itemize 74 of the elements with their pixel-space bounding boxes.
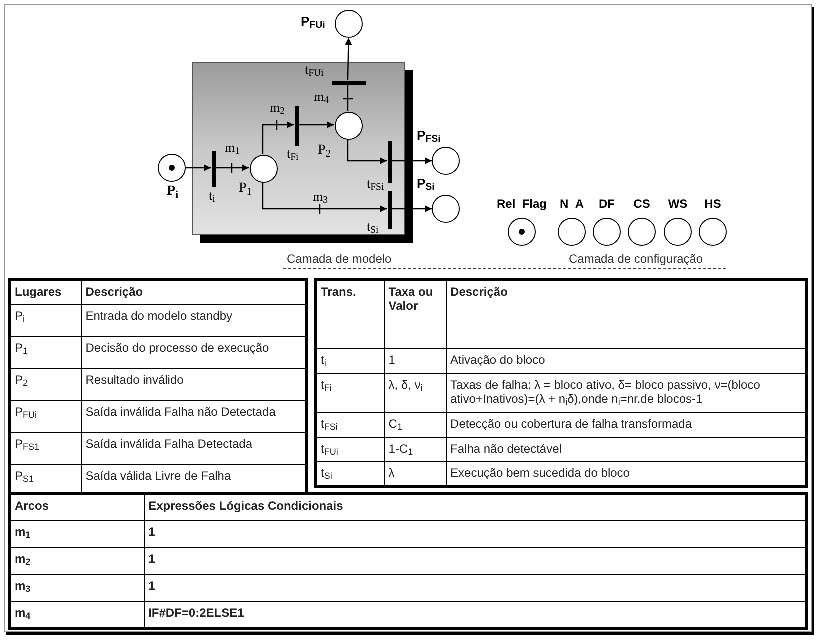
place-description: Saída inválida Falha não Detectada <box>86 405 276 419</box>
place-symbol: P$_{S1}$ <box>15 469 34 483</box>
transition-label: t$_{FSi}$ <box>367 177 384 190</box>
place-description: Decisão do processo de execução <box>86 341 270 355</box>
arc-arrow <box>391 158 432 164</box>
transition-symbol: t$_{FUi}$ <box>321 442 338 456</box>
rate-value: λ, δ, ν$_{i}$ <box>388 378 423 392</box>
condition-expression: 1 <box>148 579 156 593</box>
place-label: P$_{i}$ <box>167 185 178 199</box>
rate-value: 1 <box>388 353 396 367</box>
transition-description: Execução bem sucedida do bloco <box>450 466 630 480</box>
arc-arrow <box>391 206 432 212</box>
place-description: Saída válida Livre de Falha <box>86 469 232 483</box>
transition-symbol: t$_{Fi}$ <box>321 378 332 392</box>
transition-description: Taxas de falha: λ = bloco ativo, δ= bloco passivo, ν=(bloco ativo+Inativos)=(λ + n$_{i}$δ),onde n$_{i}$=nr.de blocos-1 <box>450 378 760 406</box>
condition-expression: 1 <box>148 525 156 539</box>
flag-label: Rel_Flag <box>496 196 547 212</box>
column-header: Taxa ou Valor <box>388 285 434 313</box>
place-symbol: P$_{2}$ <box>15 373 28 387</box>
place-symbol: P$_{1}$ <box>15 341 28 355</box>
place-label: P$_{2}$ <box>318 144 332 158</box>
place-description: Entrada do modelo standby <box>86 309 232 323</box>
rate-value: λ <box>388 466 395 480</box>
condition-expression: IF#DF=0:2ELSE1 <box>148 606 244 620</box>
layer-caption: Camada de modelo <box>287 251 392 268</box>
place-label: P$_{FSi}$ <box>417 129 441 142</box>
transition-label: t$_{i}$ <box>209 189 216 202</box>
arc-arrow <box>345 38 352 80</box>
arc-arrow <box>298 122 334 128</box>
arc-label: m$_{1}$ <box>225 141 240 154</box>
transition-symbol: t$_{FSi}$ <box>321 417 338 431</box>
column-header: Trans. <box>321 285 356 299</box>
arc-arrow <box>186 164 211 172</box>
place-label: P$_{1}$ <box>239 182 252 196</box>
transition-description: Ativação do bloco <box>450 353 546 367</box>
arc-arrow <box>347 139 387 164</box>
place-symbol: P$_{FUi}$ <box>15 405 38 419</box>
flag-label: N_A <box>560 196 584 212</box>
flag-label: CS <box>634 196 650 212</box>
transition-symbol: t$_{Si}$ <box>321 466 332 480</box>
place-symbol: P$_{FS1}$ <box>15 437 40 451</box>
column-header: Descrição <box>450 285 508 299</box>
arc-symbol: m$_{2}$ <box>15 552 31 566</box>
transition-label: t$_{Si}$ <box>367 220 379 233</box>
transition-label: t$_{FUi}$ <box>305 63 324 76</box>
transition-symbol: t$_{i}$ <box>321 353 326 367</box>
arc-arrow <box>262 182 387 212</box>
arc-label: m$_{4}$ <box>314 90 329 103</box>
rate-value: C$_{1}$ <box>388 417 402 431</box>
column-header: Lugares <box>15 285 62 299</box>
column-header: Descrição <box>86 285 144 299</box>
column-header: Arcos <box>15 499 50 513</box>
arc-arrow <box>215 164 249 172</box>
arc-label: m$_{2}$ <box>270 101 285 114</box>
arc-symbol: m$_{1}$ <box>15 525 31 539</box>
place-description: Saída inválida Falha Detectada <box>86 437 253 451</box>
condition-expression: 1 <box>148 552 156 566</box>
flag-label: WS <box>668 196 688 212</box>
place-description: Resultado inválido <box>86 373 184 387</box>
column-header: Expressões Lógicas Condicionais <box>148 499 344 513</box>
arc-label: m$_{3}$ <box>313 190 328 203</box>
arc-arrow <box>262 122 294 154</box>
transition-description: Detecção ou cobertura de falha transformada <box>450 417 692 431</box>
arc-symbol: m$_{4}$ <box>15 606 31 620</box>
transition-label: t$_{Fi}$ <box>287 147 299 160</box>
place-label: P$_{Si}$ <box>417 177 435 190</box>
flag-label: DF <box>599 196 615 212</box>
transition-description: Falha não detectável <box>450 442 562 456</box>
layer-caption: Camada de configuração <box>569 251 704 268</box>
arc-symbol: m$_{3}$ <box>15 579 31 593</box>
rate-value: 1-C$_{1}$ <box>388 442 414 456</box>
place-symbol: P$_{i}$ <box>15 309 26 323</box>
place-label: P$_{FUi}$ <box>301 15 326 28</box>
flag-label: HS <box>704 196 722 212</box>
